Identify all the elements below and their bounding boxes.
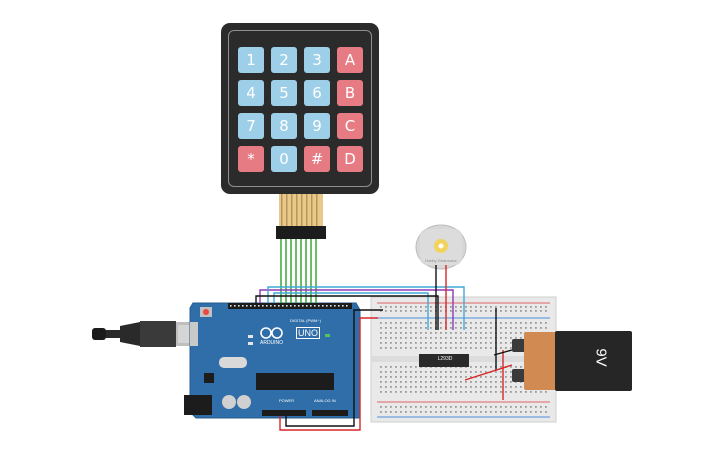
l293d-chip[interactable] (419, 354, 469, 367)
key-b[interactable]: B (337, 80, 363, 106)
keypad-frame (228, 30, 372, 187)
signal-wires (255, 286, 465, 330)
key-9[interactable]: 9 (304, 113, 330, 139)
key-2[interactable]: 2 (271, 47, 297, 73)
key-a[interactable]: A (337, 47, 363, 73)
dc-motor[interactable]: Hobby Gearmotor (415, 224, 467, 270)
arduino-model: UNO (296, 327, 320, 339)
battery-body (555, 331, 632, 391)
key-d[interactable]: D (337, 146, 363, 172)
battery-9v[interactable]: 9V (512, 331, 632, 391)
arduino-logo-icon (260, 327, 283, 339)
key-3[interactable]: 3 (304, 47, 330, 73)
key-4[interactable]: 4 (238, 80, 264, 106)
key-0[interactable]: 0 (271, 146, 297, 172)
power-header-label: POWER (279, 398, 295, 403)
analog-header-label: ANALOG IN (314, 398, 336, 403)
key-8[interactable]: 8 (271, 113, 297, 139)
key-hash[interactable]: # (304, 146, 330, 172)
key-7[interactable]: 7 (238, 113, 264, 139)
battery-terminal-negative (512, 369, 526, 382)
header-pins (230, 305, 348, 307)
motor-wires (435, 265, 447, 330)
key-c[interactable]: C (337, 113, 363, 139)
key-star[interactable]: * (238, 146, 264, 172)
motor-label: Hobby Gearmotor (425, 258, 457, 263)
key-1[interactable]: 1 (238, 47, 264, 73)
keypad-ribbon (276, 194, 326, 239)
chip-label: L293D (437, 356, 453, 362)
battery-label: 9V (592, 348, 610, 367)
usb-cable (92, 321, 198, 347)
key-6[interactable]: 6 (304, 80, 330, 106)
battery-terminal-positive (512, 339, 526, 352)
key-5[interactable]: 5 (271, 80, 297, 106)
power-wires (279, 308, 513, 431)
digital-header-label: DIGITAL (PWM~) (290, 318, 321, 323)
arduino-brand: ARDUINO (260, 340, 284, 346)
